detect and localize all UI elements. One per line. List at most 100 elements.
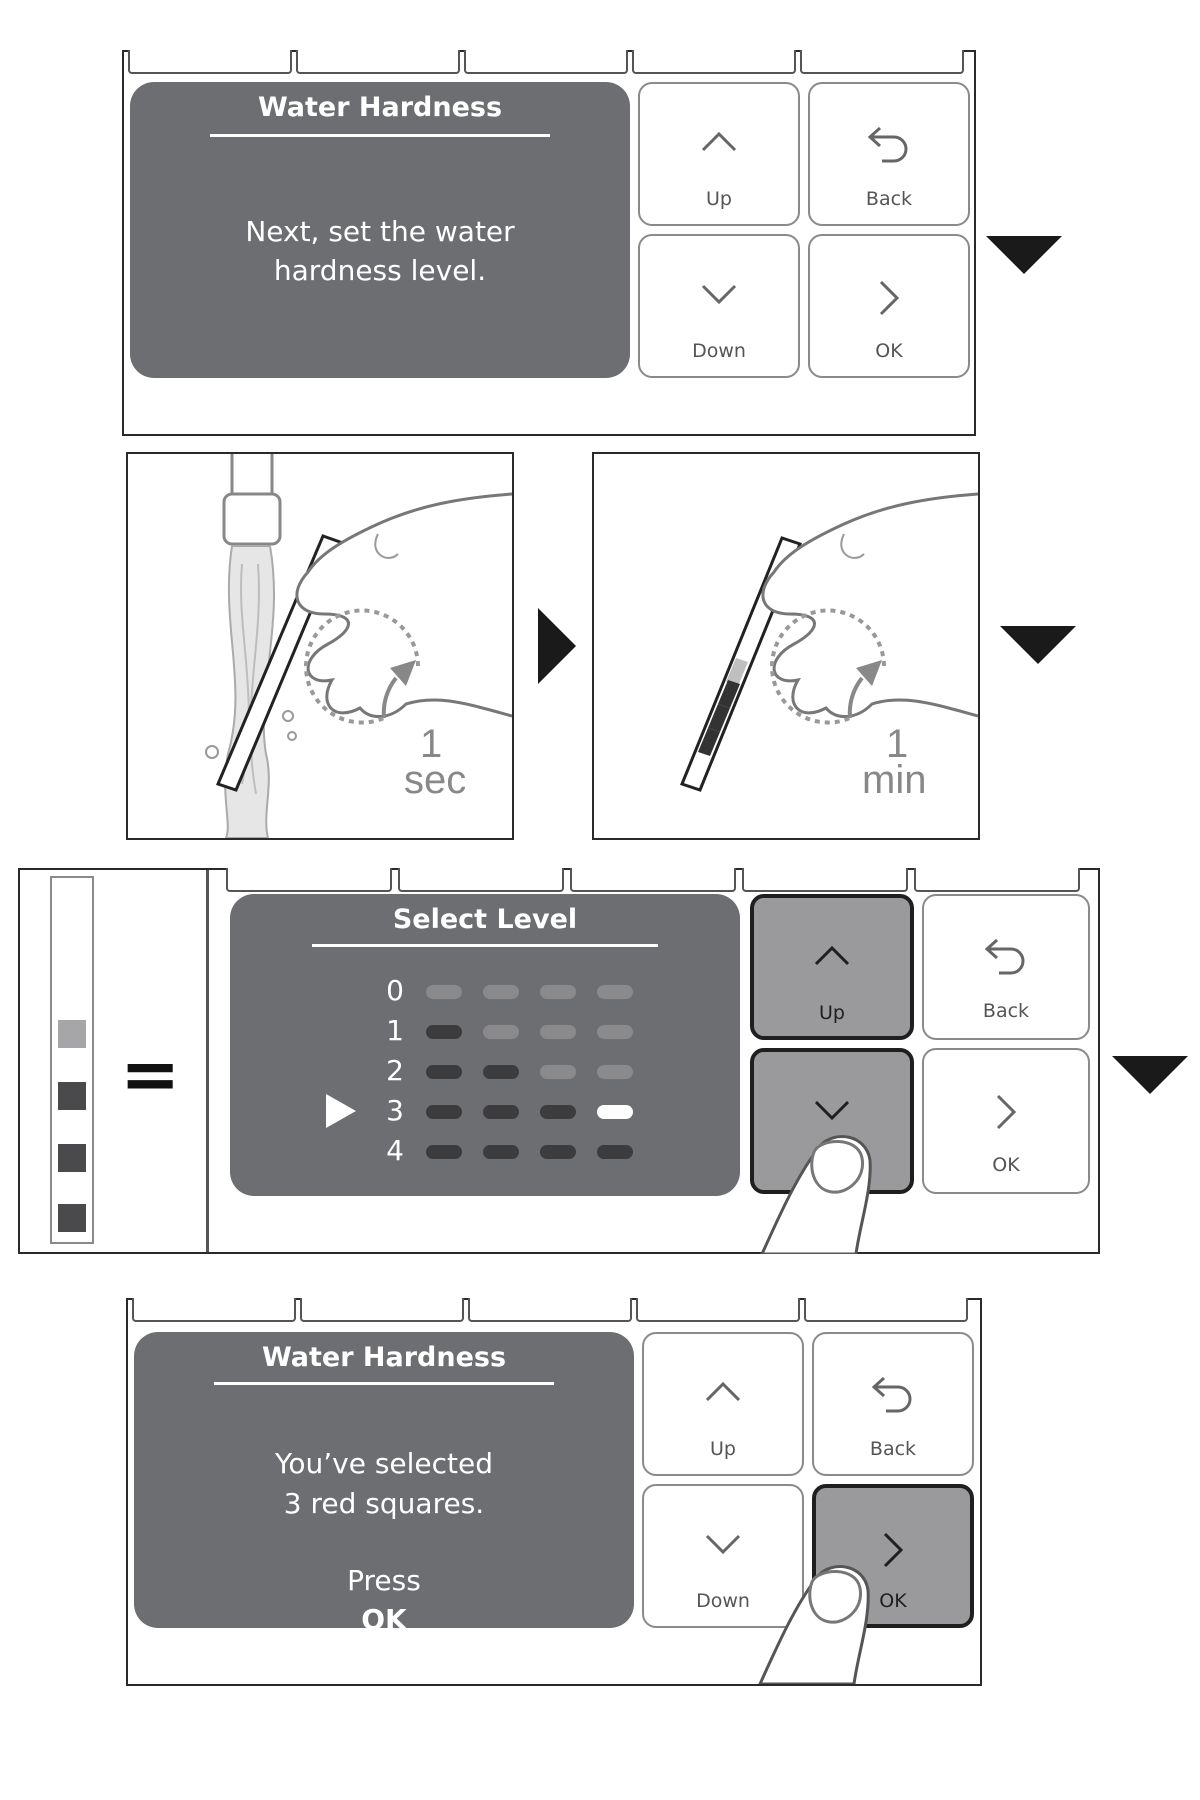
wait-timer-number: 1 — [886, 722, 909, 766]
strip-square-dark — [58, 1082, 86, 1110]
level-bar — [483, 1105, 519, 1119]
control-panel-confirm: Water Hardness You’ve selected 3 red squ… — [126, 1298, 982, 1686]
tab — [464, 50, 628, 74]
test-strip-reference — [50, 876, 94, 1244]
tab — [742, 868, 908, 892]
ok-button[interactable]: OK — [808, 234, 970, 378]
level-number: 4 — [386, 1134, 404, 1167]
tab — [570, 868, 736, 892]
display-screen: Water Hardness Next, set the water hardn… — [130, 82, 630, 378]
level-bar-highlight — [597, 1105, 633, 1119]
back-arrow-icon — [871, 1376, 912, 1413]
level-row[interactable]: 4 — [380, 1136, 640, 1166]
level-bar — [426, 1105, 462, 1119]
wait-timer-unit: min — [862, 758, 927, 802]
up-label: Up — [819, 1002, 845, 1024]
faucet-hand-strip-illustration — [205, 454, 512, 838]
tab — [804, 1298, 968, 1322]
triangle-arrow-icon — [1000, 626, 1076, 664]
up-button[interactable]: Up — [750, 894, 914, 1040]
level-number: 3 — [386, 1094, 404, 1127]
level-bar — [540, 1105, 576, 1119]
level-bar — [483, 1065, 519, 1079]
rinse-strip-illustration: 1 sec — [126, 452, 514, 840]
chevron-up-icon — [705, 1381, 741, 1402]
back-button[interactable]: Back — [808, 82, 970, 226]
back-label: Back — [869, 1438, 917, 1460]
triangle-arrow-icon — [538, 608, 576, 684]
tab — [226, 868, 392, 892]
chevron-down-icon — [705, 1534, 741, 1555]
level-bar — [597, 1145, 633, 1159]
down-button[interactable]: Down — [638, 234, 800, 378]
tab — [300, 1298, 464, 1322]
level-bar — [426, 1025, 462, 1039]
ok-label: OK — [879, 1590, 907, 1612]
level-bar — [597, 1065, 633, 1079]
ok-label: OK — [875, 340, 903, 362]
screen-message-line2: 3 red squares. — [283, 1487, 485, 1520]
screen-title: Water Hardness — [257, 92, 503, 123]
level-number: 2 — [386, 1054, 404, 1087]
triangle-arrow-icon — [1112, 1056, 1188, 1094]
strip-square-dark — [58, 1144, 86, 1172]
down-label: Down — [696, 1590, 750, 1612]
confirm-text: to confirm. — [307, 1642, 461, 1675]
wait-strip-illustration: 1 min — [592, 452, 980, 840]
strip-square-light — [58, 1020, 86, 1048]
level-bar — [540, 1145, 576, 1159]
pressing-finger-icon — [758, 1565, 870, 1684]
tab — [800, 50, 964, 74]
down-button[interactable]: Down — [642, 1484, 804, 1628]
screen-title: Water Hardness — [261, 1342, 507, 1373]
chevron-down-icon — [701, 284, 737, 305]
chevron-up-icon — [701, 131, 737, 152]
up-label: Up — [710, 1438, 736, 1460]
up-button[interactable]: Up — [638, 82, 800, 226]
chevron-up-icon — [814, 945, 850, 966]
down-label: Down — [692, 340, 746, 362]
level-bar — [540, 985, 576, 999]
screen-message-line3: Press OK to confirm. — [134, 1522, 634, 1678]
tab — [132, 1298, 296, 1322]
ok-label: OK — [992, 1154, 1020, 1176]
level-bar — [540, 1025, 576, 1039]
ok-button[interactable]: OK — [922, 1048, 1090, 1194]
ok-emphasis: OK — [361, 1603, 407, 1636]
level-row-selected[interactable]: 3 — [380, 1096, 640, 1126]
back-button[interactable]: Back — [922, 894, 1090, 1040]
level-row[interactable]: 2 — [380, 1056, 640, 1086]
level-bar — [597, 1025, 633, 1039]
chevron-down-icon — [814, 1100, 850, 1121]
tab — [468, 1298, 632, 1322]
up-button[interactable]: Up — [642, 1332, 804, 1476]
level-row[interactable]: 1 — [380, 1016, 640, 1046]
title-underline — [214, 1382, 554, 1385]
triangle-arrow-icon — [986, 236, 1062, 274]
title-underline — [312, 944, 658, 947]
hand-strip-illustration — [680, 492, 978, 792]
control-panel-select-level: = Select Level 0 1 2 — [18, 868, 1100, 1254]
tab — [296, 50, 460, 74]
control-panel-intro: Water Hardness Next, set the water hardn… — [122, 50, 976, 436]
back-button[interactable]: Back — [812, 1332, 974, 1476]
chevron-right-icon — [996, 1094, 1017, 1130]
level-bar — [426, 1145, 462, 1159]
level-bar — [483, 1025, 519, 1039]
level-bar — [426, 985, 462, 999]
chevron-right-icon — [883, 1532, 904, 1568]
selection-pointer-icon — [326, 1094, 356, 1128]
level-bar — [597, 985, 633, 999]
tab — [914, 868, 1080, 892]
top-tab-strip — [128, 1298, 980, 1324]
pressing-finger-icon — [760, 1135, 872, 1254]
strip-square-dark — [58, 1204, 86, 1232]
tab — [632, 50, 796, 74]
up-label: Up — [706, 188, 732, 210]
level-bar — [483, 985, 519, 999]
screen-message-line1: You’ve selected — [274, 1447, 494, 1480]
level-bar — [426, 1065, 462, 1079]
back-arrow-icon — [984, 938, 1025, 975]
level-row[interactable]: 0 — [380, 976, 640, 1006]
title-underline — [210, 134, 550, 137]
